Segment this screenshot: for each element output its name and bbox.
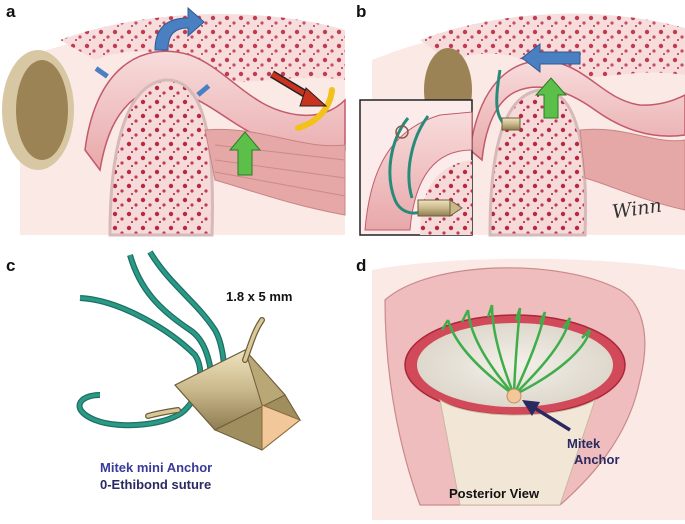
- panel-c-illustration: [76, 250, 302, 452]
- mitek-anchor-pointer: [522, 400, 571, 432]
- condyle-neck: [439, 398, 596, 506]
- inset-anchor: [417, 199, 451, 217]
- panel-d-illustration: [372, 258, 685, 520]
- capsule-mark-left: [94, 66, 109, 79]
- green-up-arrow: [228, 131, 262, 176]
- panel-b-illustration: [359, 13, 685, 237]
- red-arrow: [269, 70, 328, 107]
- eminence-bone: [60, 13, 345, 82]
- suture-fan: [440, 304, 592, 397]
- anchor-size-label: 1.8 x 5 mm: [226, 289, 293, 304]
- suture-name-label: 0-Ethibond suture: [100, 477, 212, 492]
- panel-letter-c: c: [6, 256, 16, 275]
- yellow-band: [295, 87, 335, 131]
- eminence-bone-b: [420, 13, 685, 79]
- posterior-view-label: Posterior View: [449, 486, 540, 501]
- panel-letter-a: a: [6, 2, 16, 21]
- panel-letter-b: b: [356, 2, 367, 21]
- anchor-point-d: [506, 388, 522, 404]
- panel-b-inset: [359, 99, 473, 236]
- green-up-arrow-b: [534, 77, 568, 119]
- mitek-anchor-illustration: [145, 317, 302, 452]
- anchor-name-label: Mitek mini Anchor: [100, 460, 213, 475]
- mitek-label-line1: Mitek: [567, 436, 601, 451]
- inset-suture-2: [407, 115, 430, 199]
- condyle: [108, 78, 214, 237]
- anchor-tip: [261, 404, 301, 452]
- mitek-label-line2: Anchor: [574, 452, 620, 467]
- capsule-mark-right: [196, 83, 211, 97]
- ear-canal-inner: [16, 60, 68, 160]
- panel-a-illustration: [2, 6, 346, 237]
- inset-suture-1: [388, 117, 421, 215]
- panel-letter-d: d: [356, 256, 367, 275]
- blue-left-arrow: [521, 42, 581, 74]
- blue-curved-arrow: [154, 6, 205, 51]
- lateral-pterygoid-b: [579, 128, 685, 211]
- anchor-b: [501, 117, 521, 131]
